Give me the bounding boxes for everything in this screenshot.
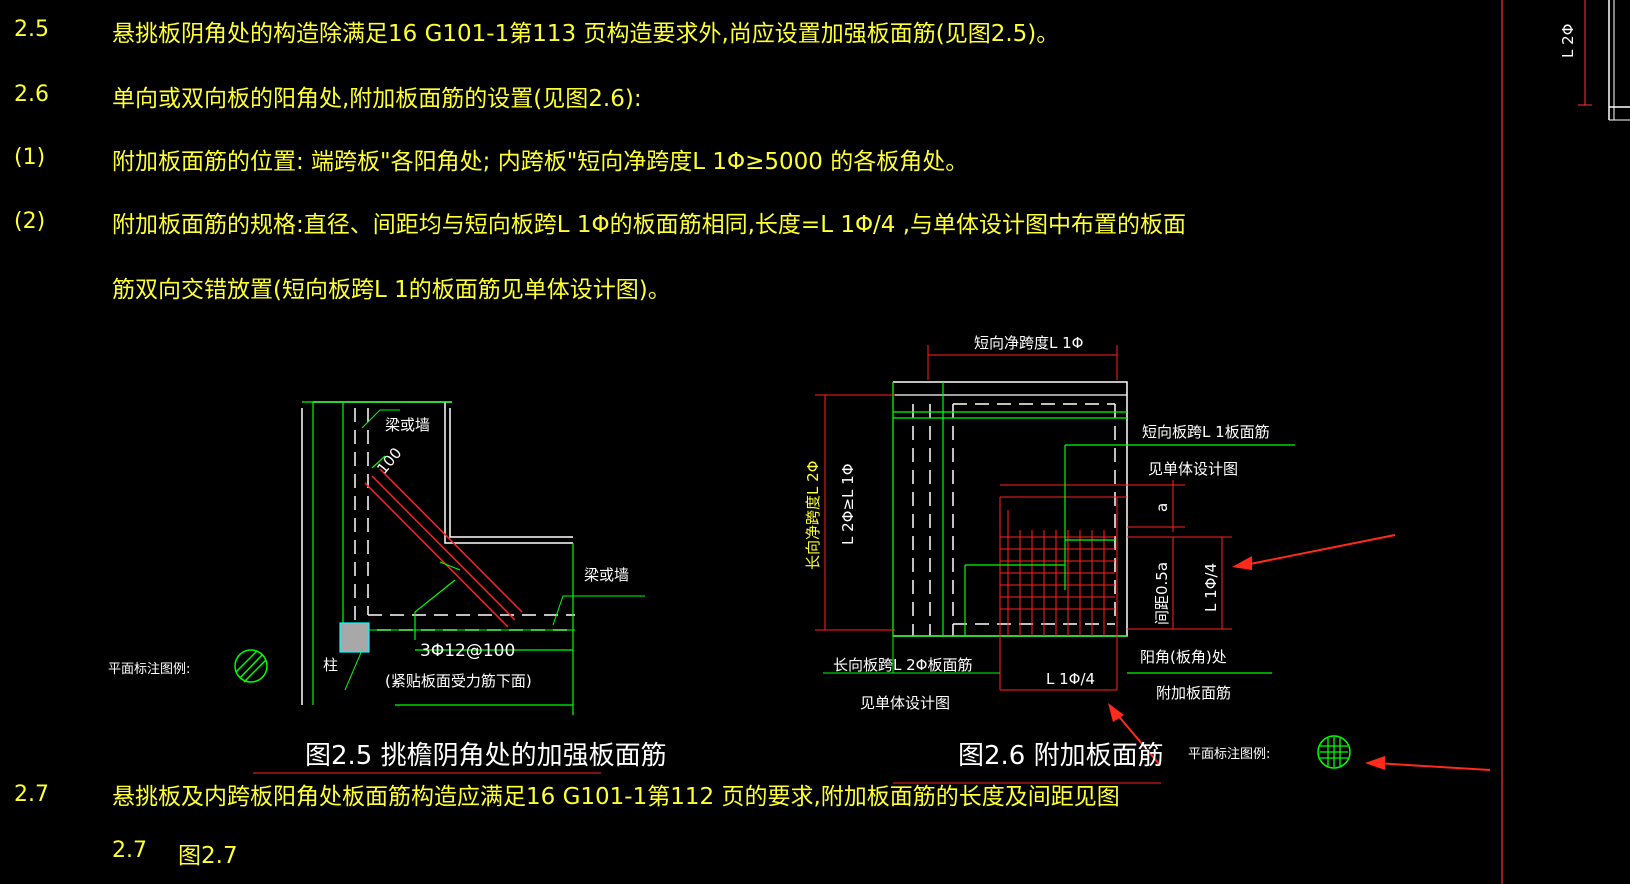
fig26-caption: 图2.6 附加板面筋 — [958, 741, 1164, 771]
fig26-dim-a: a — [1153, 503, 1171, 512]
column-square — [339, 622, 370, 653]
fig26-corner-rebar: 附加板面筋 — [1156, 684, 1231, 702]
clause-num-2-7: 2.7 — [14, 782, 49, 807]
fig25-rebar-note: (紧贴板面受力筋下面) — [385, 672, 532, 690]
fig25-column-label: 柱 — [323, 656, 338, 674]
clause-text-2-7-b: 图2.7 — [178, 843, 238, 869]
fig26-corner: 阳角(板角)处 — [1140, 648, 1227, 666]
clause-num-1: (1) — [14, 145, 46, 170]
clause-num-2-5: 2.5 — [14, 17, 49, 42]
clause-text-2-cont: 筋双向交错放置(短向板跨L 1的板面筋见单体设计图)。 — [112, 277, 671, 303]
clause-num-2-6: 2.6 — [14, 82, 49, 107]
figure-2-6: 短向净跨度L 1Φ 短向板跨L 1板面筋 见单体设计图 长向净跨度L 2Φ L … — [804, 334, 1491, 784]
fig26-see-design-1: 见单体设计图 — [1148, 460, 1238, 478]
fig26-len-bottom: L 1Φ/4 — [1046, 670, 1095, 688]
legend-grid-icon — [1317, 735, 1351, 769]
figure-2-5: 梁或墙 梁或墙 100 3Φ12@100 (紧贴板面受力筋下面) 柱 平面标注图… — [108, 401, 645, 774]
clause-text-2-6: 单向或双向板的阳角处,附加板面筋的设置(见图2.6): — [112, 86, 642, 112]
fig25-dim-100: 100 — [373, 444, 405, 478]
top-right-label: L 2Φ — [1559, 24, 1577, 58]
fig26-legend: 平面标注图例: — [1188, 747, 1270, 762]
fig26-short-rebar: 短向板跨L 1板面筋 — [1142, 423, 1270, 441]
clause-num-2-7-b: 2.7 — [112, 838, 147, 863]
fig25-legend: 平面标注图例: — [108, 662, 190, 677]
fig25-caption: 图2.5 挑檐阴角处的加强板面筋 — [305, 741, 667, 771]
clause-text-1: 附加板面筋的位置: 端跨板"各阳角处; 内跨板"短向净跨度L 1Φ≥5000 的… — [112, 149, 969, 175]
fig25-beam-wall-top: 梁或墙 — [385, 416, 430, 434]
fig26-long-rebar: 长向板跨L 2Φ板面筋 — [833, 656, 972, 674]
fig26-long-cond: L 2Φ≥L 1Φ — [839, 463, 857, 545]
clause-text-2-7: 悬挑板及内跨板阳角处板面筋构造应满足16 G101-1第112 页的要求,附加板… — [112, 784, 1120, 810]
fig25-beam-wall-right: 梁或墙 — [584, 566, 629, 584]
fig26-see-design-2: 见单体设计图 — [860, 694, 950, 712]
fig26-long-span: 长向净跨度L 2Φ — [804, 461, 822, 570]
fig26-short-span: 短向净跨度L 1Φ — [974, 334, 1083, 352]
clause-text-2: 附加板面筋的规格:直径、间距均与短向板跨L 1Φ的板面筋相同,长度=L 1Φ/4… — [112, 212, 1187, 238]
annotation-arrow-1 — [1239, 534, 1396, 567]
clause-text-2-5: 悬挑板阴角处的构造除满足16 G101-1第113 页构造要求外,尚应设置加强板… — [112, 21, 1060, 47]
fig26-spacing: 间距0.5a — [1153, 562, 1171, 625]
fig25-rebar: 3Φ12@100 — [420, 641, 515, 661]
annotation-arrow-3 — [1374, 762, 1491, 771]
fig26-len-right: L 1Φ/4 — [1202, 563, 1220, 612]
clause-num-2: (2) — [14, 209, 46, 234]
legend-hatch-icon — [234, 649, 268, 683]
annotation-arrow-2 — [1114, 711, 1161, 766]
